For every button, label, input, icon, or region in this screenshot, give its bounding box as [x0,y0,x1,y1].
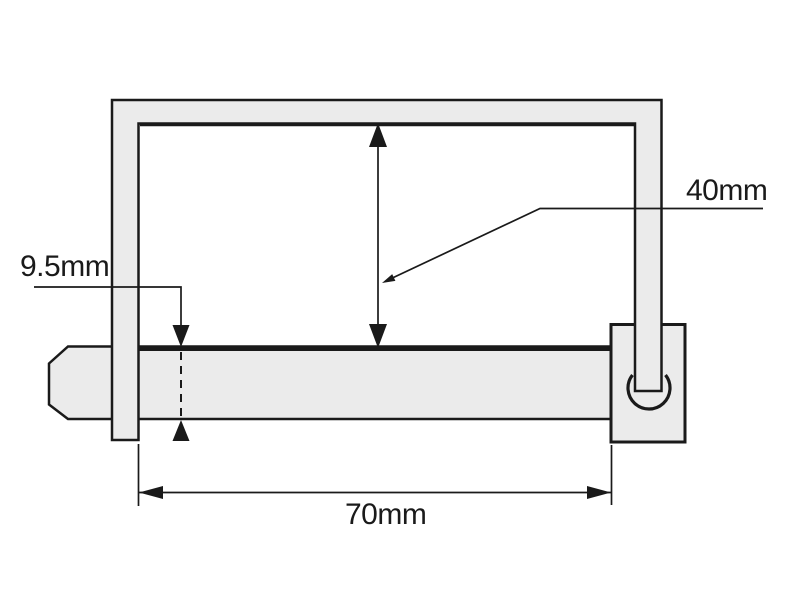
leader-line-40mm [385,207,763,282]
arrowhead-down-icon [369,324,387,348]
leader-line-9.5mm [34,286,182,326]
dimension-pin-diameter: 9.5mm [20,250,190,441]
dimension-bail-height: 40mm [369,123,768,348]
label-pin-diameter: 9.5mm [20,250,109,283]
bail-handle [110,98,663,442]
arrowhead-down-icon [172,325,190,347]
label-bail-height: 40mm [686,174,767,207]
dimension-pin-length: 70mm [137,444,613,531]
pin-head-hole-arc [626,374,672,411]
arrowhead-up-icon [172,420,190,441]
leader-arrowhead-icon [382,274,396,283]
arrowhead-left-icon [139,486,163,499]
label-pin-length: 70mm [345,498,426,531]
arrowhead-right-icon [587,486,611,499]
bail-handle-body [110,98,663,442]
arrowhead-up-icon [369,123,387,147]
